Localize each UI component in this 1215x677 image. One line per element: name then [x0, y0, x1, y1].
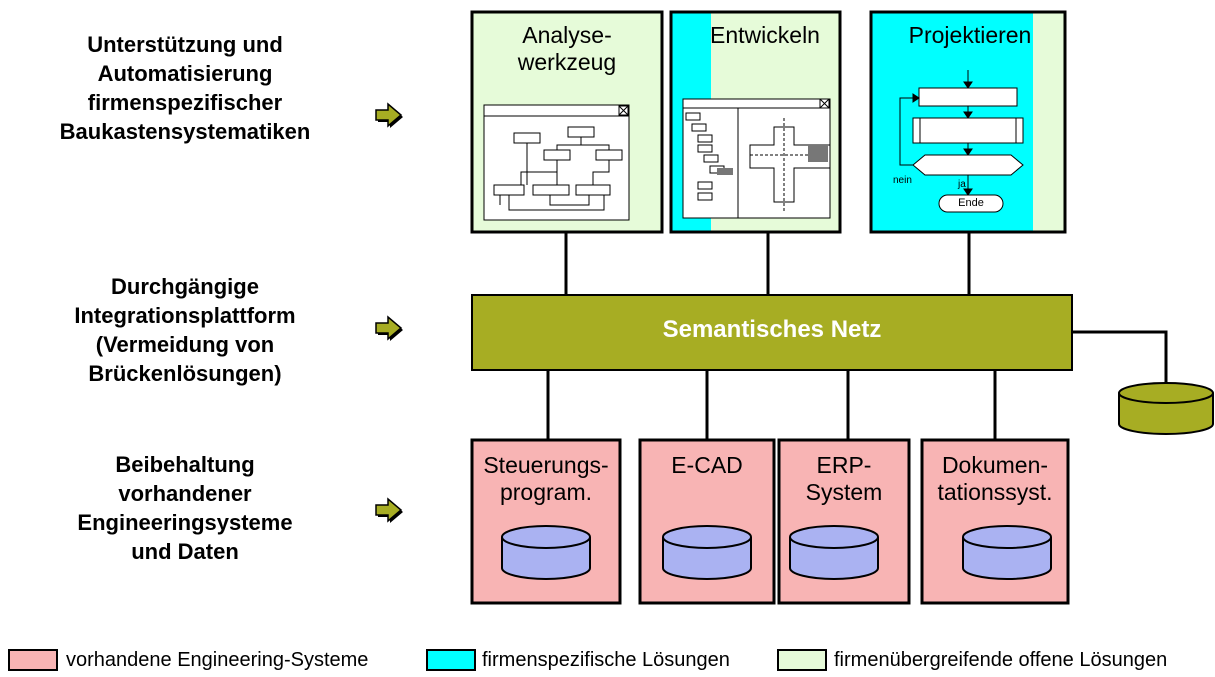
label-integrationsplattform: Durchgängige Integrationsplattform (Verm… [35, 272, 335, 388]
label-beibehaltung-line-2: vorhandener [118, 481, 252, 506]
label-integration-line-1: Durchgängige [111, 274, 259, 299]
arrow-icon-3 [375, 497, 403, 523]
label-beibehaltung-line-4: und Daten [131, 539, 239, 564]
title-doku-line-1: Dokumen- [941, 452, 1049, 478]
label-beibehaltung: Beibehaltung vorhandener Engineeringsyst… [35, 450, 335, 566]
label-unterstuetzung-line-4: Baukastensystematiken [59, 119, 311, 144]
hatched-block-large [808, 145, 828, 162]
label-unterstuetzung-line-3: firmenspezifischer [87, 90, 283, 115]
label-beibehaltung-line-3: Engineeringsysteme [77, 510, 293, 535]
label-unterstuetzung: Unterstützung und Automatisierung firmen… [35, 30, 335, 146]
title-analysewerkzeug-line-1: Analyse- [522, 22, 612, 48]
title-projektieren-line-1: Projektieren [908, 22, 1032, 48]
semantic-network-platform [471, 294, 1073, 371]
title-doku-line-2: tationssyst. [937, 479, 1053, 505]
connector-database [1072, 330, 1168, 383]
arrow-icon-2 [375, 315, 403, 341]
legend-label-vorhandene: vorhandene Engineering-Systeme [66, 649, 369, 671]
title-analysewerkzeug: Analyse- werkzeug [472, 22, 662, 76]
title-dokumentation: Dokumen- tationssyst. [922, 452, 1068, 506]
title-erp-line-2: System [805, 479, 883, 505]
db-doku-icon [962, 525, 1052, 580]
title-steuerung-line-2: program. [499, 479, 593, 505]
flowchart-icon [899, 70, 1024, 213]
db-erp-icon [789, 525, 879, 580]
title-erp-line-1: ERP- [816, 452, 872, 478]
db-ecad-icon [662, 525, 752, 580]
label-unterstuetzung-line-2: Automatisierung [97, 61, 273, 86]
title-entwickeln-line-1: Entwickeln [710, 22, 820, 48]
legend-swatch-cyan [426, 649, 476, 671]
title-erp: ERP- System [779, 452, 909, 506]
legend-label-firmenuebergreifend: firmenübergreifende offene Lösungen [834, 649, 1168, 671]
title-entwickeln: Entwickeln [690, 22, 840, 49]
title-analysewerkzeug-line-2: werkzeug [517, 49, 617, 75]
label-integration-line-2: Integrationsplattform [74, 303, 296, 328]
label-integration-line-4: Brückenlösungen) [88, 361, 282, 386]
box-projektieren [869, 10, 1067, 234]
green-stripe-projektieren [1033, 12, 1065, 232]
analysis-window-icon [483, 104, 630, 221]
hatched-block-small [717, 168, 733, 175]
legend-label-firmenspezifisch: firmenspezifische Lösungen [482, 649, 730, 671]
legend-swatch-pink [8, 649, 58, 671]
platform-database-icon [1118, 382, 1214, 435]
label-unterstuetzung-line-1: Unterstützung und [87, 32, 283, 57]
editor-window-icon [682, 98, 831, 219]
flowchart-no-label: nein [893, 175, 912, 186]
platform-label: Semantisches Netz [662, 316, 882, 343]
title-steuerung-line-1: Steuerungs- [483, 452, 609, 478]
legend-swatch-green [777, 649, 827, 671]
db-steuerung-icon [501, 525, 591, 580]
title-ecad: E-CAD [640, 452, 774, 479]
title-projektieren: Projektieren [880, 22, 1060, 49]
box-entwickeln [669, 10, 842, 234]
flowchart-yes-label: ja [958, 179, 966, 190]
title-ecad-line-1: E-CAD [671, 452, 743, 478]
label-integration-line-3: (Vermeidung von [95, 332, 275, 357]
flowchart-end-label: Ende [958, 197, 984, 209]
arrow-icon-1 [375, 102, 403, 128]
title-steuerungsprogram: Steuerungs- program. [472, 452, 620, 506]
label-beibehaltung-line-1: Beibehaltung [115, 452, 255, 477]
